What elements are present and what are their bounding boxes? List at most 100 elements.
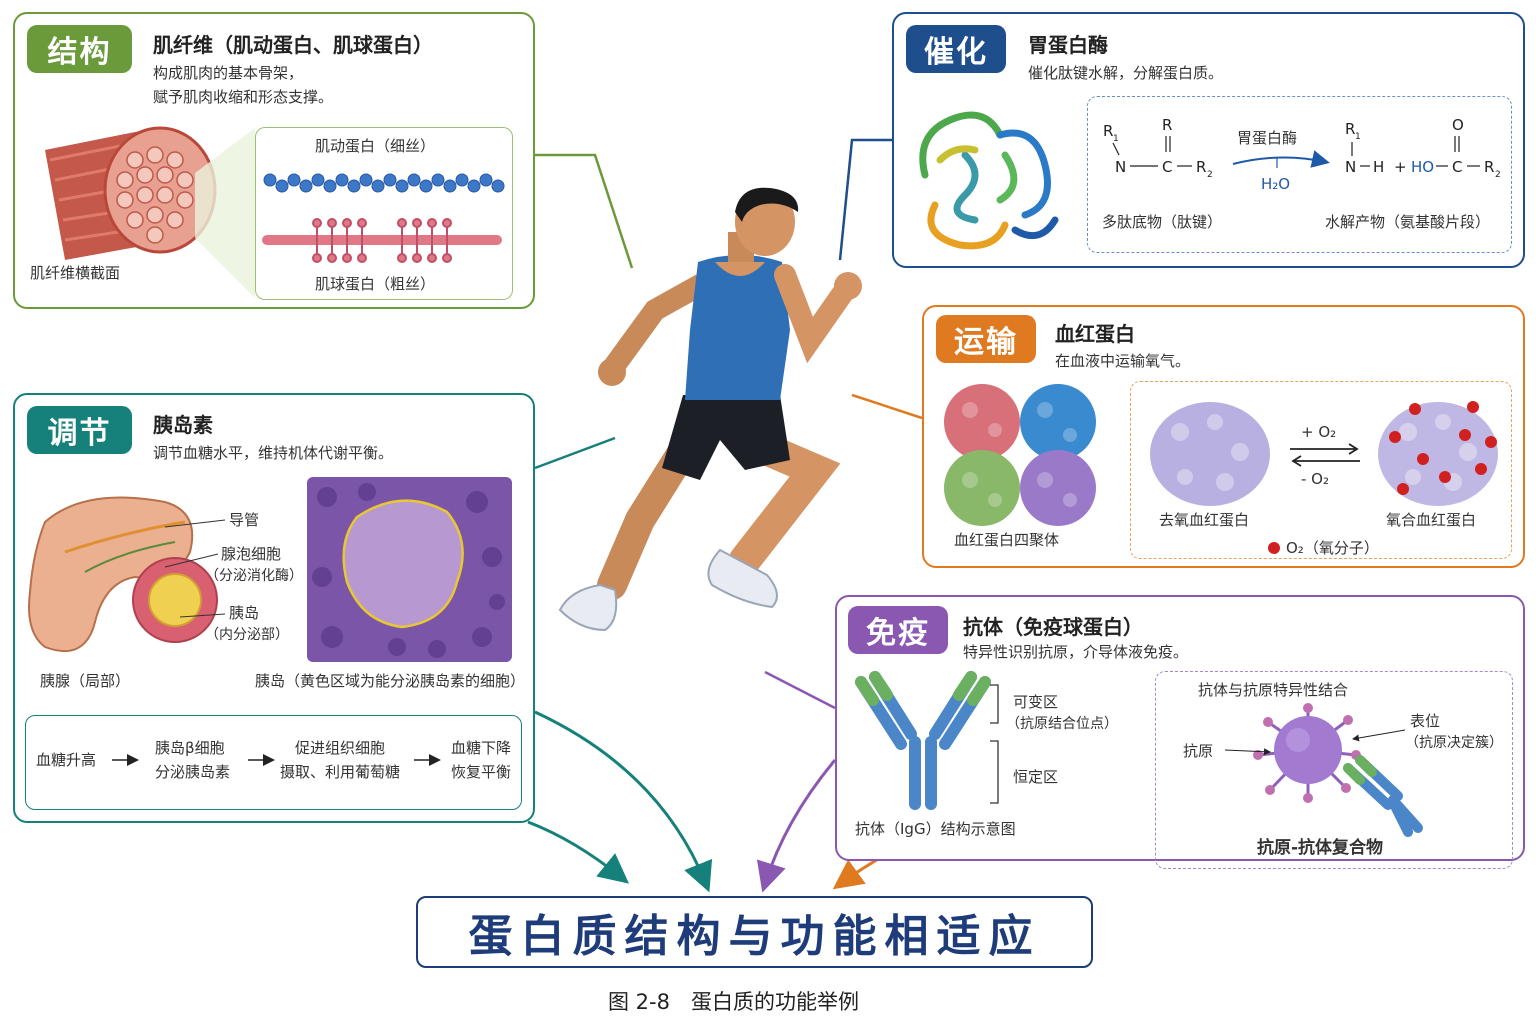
islet-label: 胰岛 — [229, 604, 260, 622]
oxy-label: 氧合血红蛋白 — [1386, 511, 1477, 529]
pancreas-illustration — [28, 496, 218, 652]
pancreas-leaders — [164, 519, 226, 618]
svg-text:C: C — [1162, 158, 1172, 176]
svg-text:N: N — [1345, 158, 1356, 176]
myosin-filament — [262, 218, 502, 263]
antigen-label: 抗原 — [1183, 742, 1214, 760]
svg-text:R: R — [1162, 116, 1172, 134]
micrograph-caption: 胰岛（黄色区域为能分泌胰岛素的细胞） — [255, 672, 526, 690]
pancreas-caption: 胰腺（局部） — [40, 672, 131, 690]
svg-text:R: R — [1196, 158, 1206, 176]
regulation-connector — [534, 436, 616, 470]
zoom-wedge — [195, 128, 255, 298]
tetramer-label: 血红蛋白四聚体 — [954, 531, 1060, 549]
igg-caption: 抗体（IgG）结构示意图 — [855, 820, 1016, 838]
flow-step4-line2: 恢复平衡 — [451, 763, 512, 781]
catalysis-desc: 催化肽键水解，分解蛋白质。 — [1028, 64, 1224, 82]
svg-text:R: R — [1345, 120, 1355, 138]
svg-text:1: 1 — [1355, 132, 1361, 142]
flow-arrows — [112, 754, 441, 766]
main-title: 蛋白质结构与功能相适应 — [468, 911, 1041, 962]
regulation-title: 胰岛素 — [153, 413, 213, 437]
transport-desc: 在血液中运输氧气。 — [1055, 352, 1191, 370]
transport-title: 血红蛋白 — [1055, 322, 1135, 346]
svg-text:2: 2 — [1495, 170, 1501, 180]
flow-step1: 血糖升高 — [36, 751, 97, 769]
actin-label: 肌动蛋白（细丝） — [315, 137, 436, 155]
insulin-flow-box — [25, 715, 522, 810]
igg-antibody — [855, 671, 991, 810]
structure-badge: 结构 — [27, 25, 132, 73]
epitope-label: 表位 — [1410, 712, 1441, 730]
binding-title: 抗体与抗原特异性结合 — [1198, 681, 1349, 699]
minus-o2: - O₂ — [1301, 470, 1330, 488]
svg-text:HO: HO — [1411, 158, 1434, 176]
acinar-sub: （分泌消化酶） — [205, 568, 303, 584]
islet-sub: （内分泌部） — [205, 627, 289, 643]
o2-legend-dot — [1268, 542, 1280, 554]
enzyme-label: 胃蛋白酶 — [1237, 129, 1298, 147]
svg-text:C: C — [1452, 158, 1462, 176]
catalysis-connector — [838, 138, 892, 261]
binding-leaders — [1224, 729, 1406, 756]
substrate-label: 多肽底物（肽键） — [1102, 213, 1223, 231]
immunity-badge: 免疫 — [848, 606, 948, 654]
main-title-box: 蛋白质结构与功能相适应 — [416, 896, 1093, 968]
transport-badge: 运输 — [936, 315, 1036, 363]
muscle-cross-section — [45, 126, 217, 260]
constant-label: 恒定区 — [1013, 768, 1059, 786]
duct-label: 导管 — [229, 511, 260, 529]
arrow-regulation-1 — [527, 820, 629, 884]
product-label: 水解产物（氨基酸片段） — [1325, 213, 1491, 231]
binding-box — [1155, 671, 1513, 869]
structure-desc-1: 构成肌肉的基本骨架， — [153, 64, 304, 82]
structure-title: 肌纤维（肌动蛋白、肌球蛋白） — [153, 33, 433, 57]
svg-text:R: R — [1103, 122, 1113, 140]
oxygenation-box — [1130, 381, 1512, 559]
flow-step3-line1: 促进组织细胞 — [295, 739, 386, 757]
epitope-sub: （抗原决定簇） — [1405, 735, 1503, 751]
acinar-label: 腺泡细胞 — [221, 545, 282, 563]
arrow-immunity — [756, 759, 837, 893]
immunity-title: 抗体（免疫球蛋白） — [963, 615, 1143, 639]
islet-micrograph — [307, 477, 512, 662]
variable-label: 可变区 — [1013, 693, 1059, 711]
complex-label: 抗原-抗体复合物 — [1257, 838, 1384, 858]
svg-text:2: 2 — [1207, 170, 1213, 180]
svg-text:H: H — [1373, 158, 1384, 176]
svg-text:O: O — [1452, 116, 1464, 134]
figure-caption: 图 2-8 蛋白质的功能举例 — [608, 990, 859, 1014]
arrow-regulation-2 — [534, 710, 713, 893]
svg-text:R: R — [1484, 158, 1494, 176]
structure-connector — [535, 153, 634, 269]
regulation-desc: 调节血糖水平，维持机体代谢平衡。 — [153, 444, 394, 462]
transport-connector — [851, 393, 923, 420]
myosin-label: 肌球蛋白（粗丝） — [315, 275, 436, 293]
deoxy-label: 去氧血红蛋白 — [1159, 511, 1250, 529]
flow-step4-line1: 血糖下降 — [451, 739, 512, 757]
variable-sub: （抗原结合位点） — [1006, 716, 1118, 732]
flow-step3-line2: 摄取、利用葡萄糖 — [280, 763, 401, 781]
o2-legend: O₂（氧分子） — [1286, 539, 1379, 557]
structure-desc-2: 赋予肌肉收缩和形态支撑。 — [153, 88, 334, 106]
catalysis-title: 胃蛋白酶 — [1028, 33, 1108, 57]
actin-filament — [263, 173, 505, 193]
cross-section-label: 肌纤维横截面 — [30, 264, 121, 282]
flow-step2-line1: 胰岛β细胞 — [155, 739, 225, 757]
igg-brackets — [990, 684, 999, 804]
flow-step2-line2: 分泌胰岛素 — [155, 763, 231, 781]
deoxy-hemoglobin — [1150, 402, 1270, 506]
reaction-box — [1087, 96, 1512, 253]
filament-box — [255, 127, 513, 300]
hemoglobin-tetramer — [944, 384, 1096, 526]
plus-o2: + O₂ — [1301, 423, 1337, 441]
water-label: H₂O — [1261, 175, 1291, 193]
antigen-antibody-complex — [1253, 703, 1423, 837]
immunity-desc: 特异性识别抗原，介导体液免疫。 — [963, 643, 1189, 661]
svg-text:1: 1 — [1113, 134, 1119, 144]
oxy-hemoglobin — [1378, 401, 1498, 506]
svg-text:+: + — [1394, 158, 1407, 176]
